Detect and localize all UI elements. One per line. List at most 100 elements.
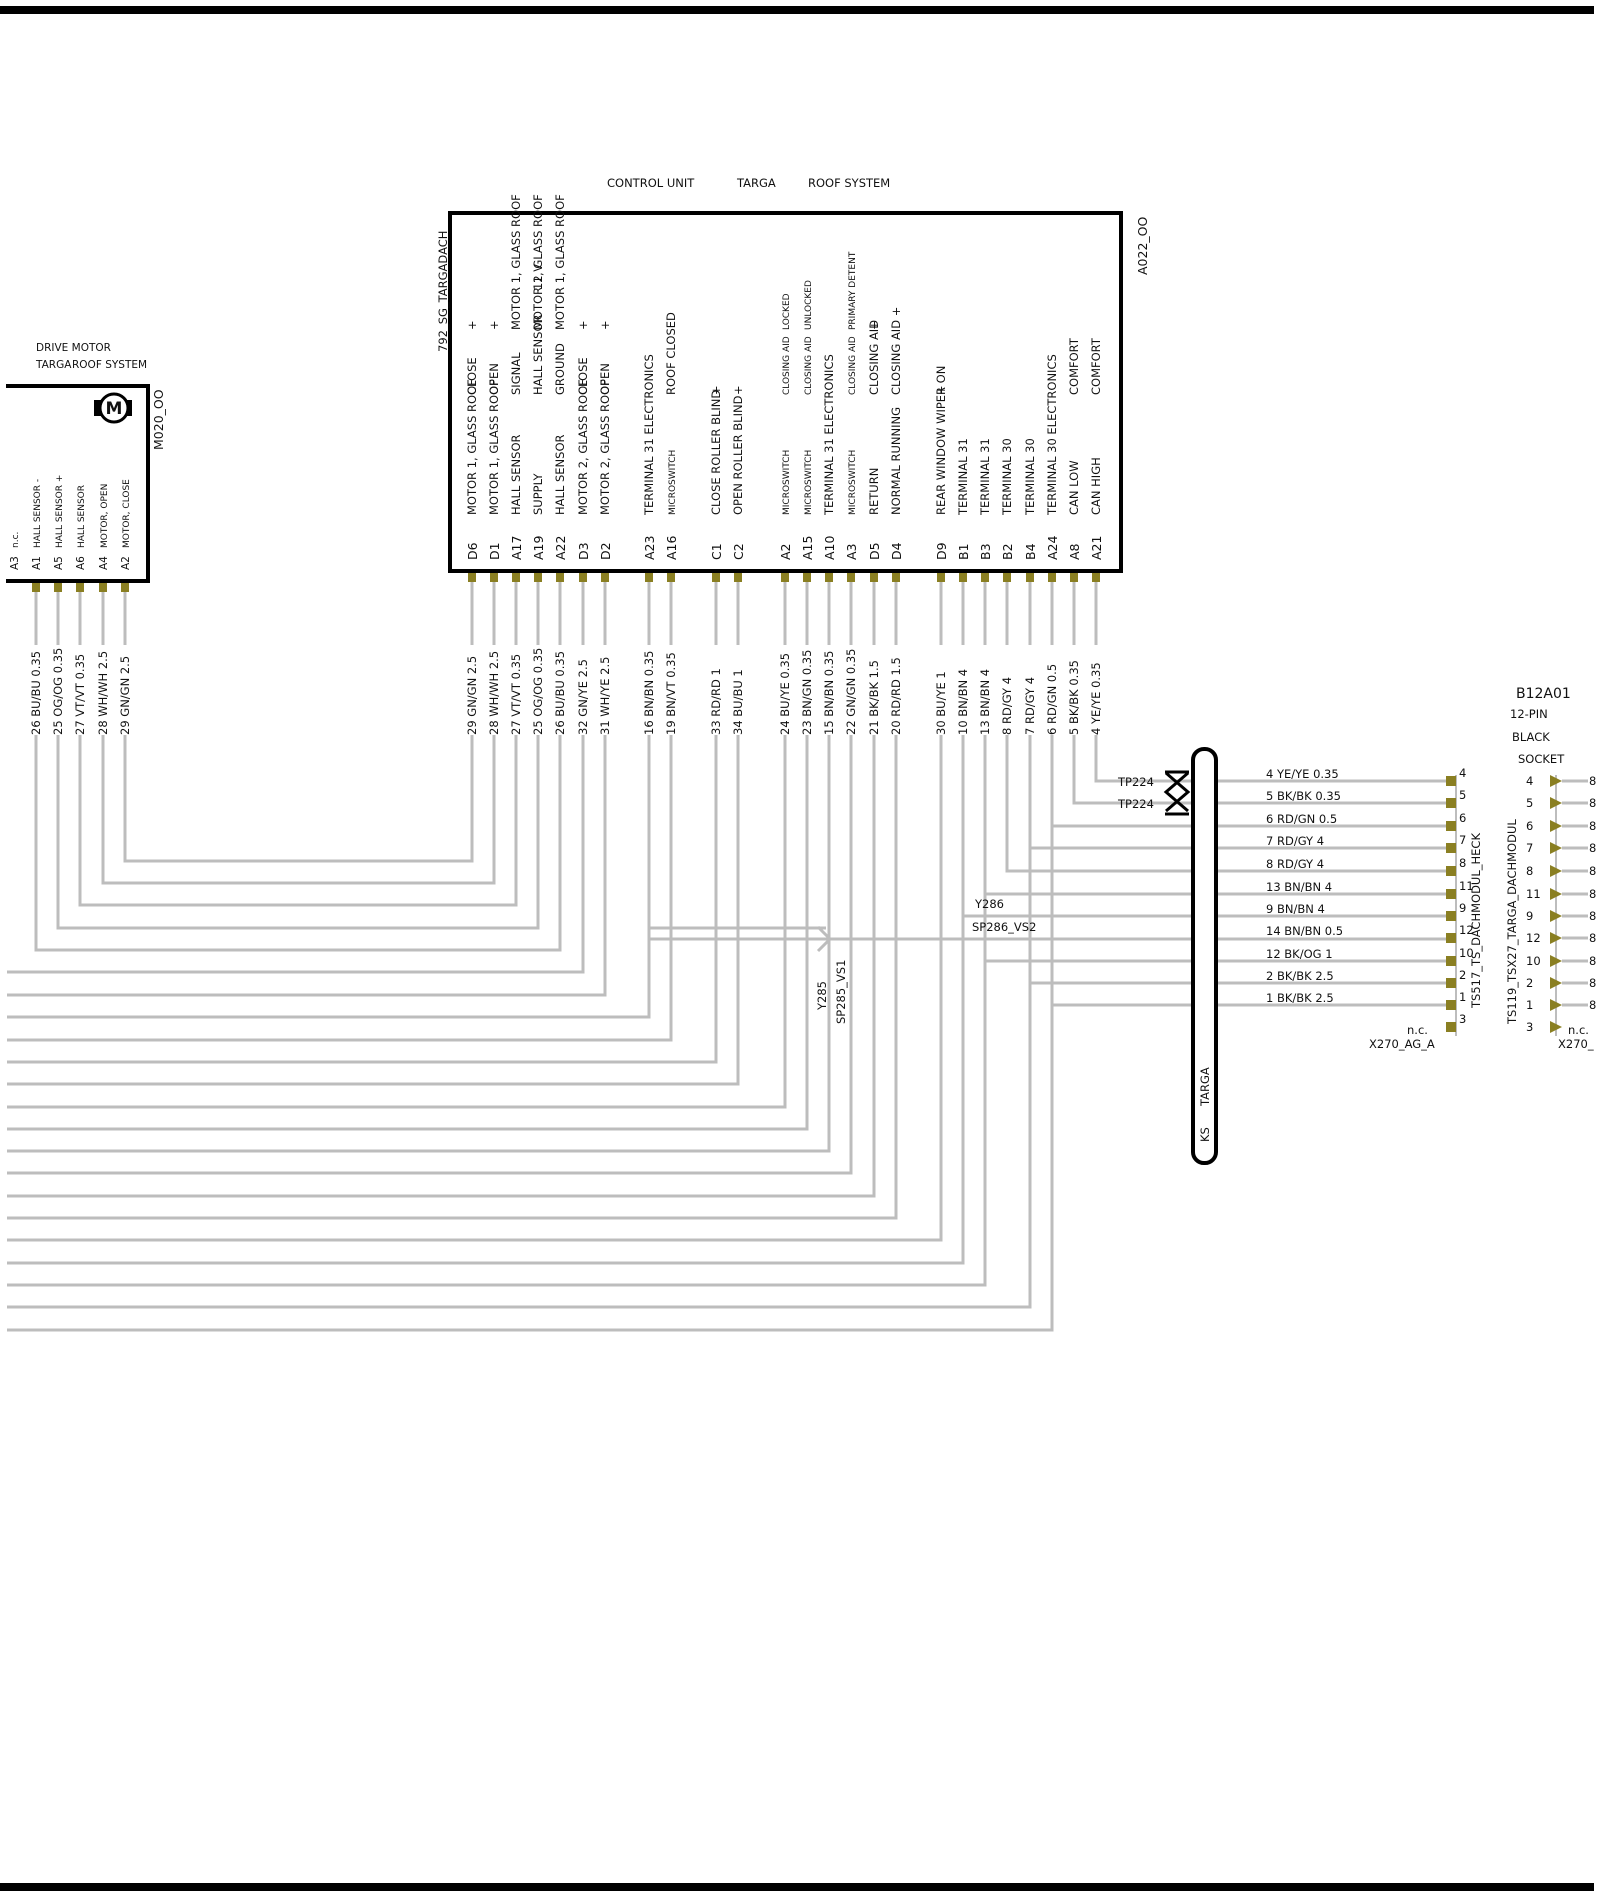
connector-right-ts-label: TS119_TSX27_TARGA_DACHMODUL (1505, 819, 1519, 1025)
control-unit-pin-label: CLOSING AID (848, 336, 858, 395)
connector-left-pin-pad (1446, 866, 1456, 876)
connector-left-pin-number: 11 (1459, 879, 1474, 893)
connector-left-nc: n.c. (1407, 1023, 1428, 1037)
connector-right-pin-number: 1 (1526, 998, 1533, 1012)
connector-left-pin-number: 9 (1459, 901, 1466, 915)
control-unit-pin-label: TERMINAL 31 (978, 438, 992, 516)
control-unit-pin-label: HALL SENSOR (531, 314, 545, 395)
control-unit-pin-label: MOTOR 2, GLASS ROOF (598, 379, 612, 515)
control-unit-wire-label: 6 RD/GN 0.5 (1045, 664, 1059, 735)
control-unit-pin-number: A2 (778, 543, 793, 560)
connector-left-wire-label: 7 RD/GY 4 (1266, 834, 1324, 848)
connector-x270-ag-a: TS517_TS_DACHMODUL_HECK n.c. X270_AG_A 4… (1266, 766, 1483, 1051)
control-unit-pin-number: D4 (889, 542, 904, 560)
control-unit-pin-label: CLOSING AID (804, 336, 814, 395)
connector-left-pin-pad (1446, 798, 1456, 808)
control-unit-pin-label: + (487, 320, 501, 330)
connector-left-pin-pad (1446, 911, 1456, 921)
control-unit-pin-pad (892, 573, 900, 582)
control-unit-header-1: CONTROL UNIT (607, 176, 695, 190)
splice-y285-arrow-icon (816, 925, 833, 953)
control-unit-pin-number: A10 (822, 535, 837, 560)
connector-right-pin-arrow-icon (1550, 888, 1562, 900)
control-unit-wire-label: 23 BN/GN 0.35 (800, 650, 814, 735)
control-unit-pin-label: CLOSING AID + (889, 307, 903, 395)
control-unit-wire-label: 4 YE/YE 0.35 (1089, 662, 1103, 735)
connector-right-pin-number: 3 (1526, 1020, 1533, 1034)
tp224-lower-label: TP224 (1117, 797, 1154, 811)
control-unit-pin-label: TERMINAL 30 ELECTRONICS (1045, 354, 1059, 516)
unit-to-connector-wire (1094, 735, 1446, 783)
motor-wire-label: 25 OG/OG 0.35 (51, 648, 65, 735)
control-unit-pin-label: TERMINAL 30 (1023, 438, 1037, 516)
control-unit-wire-label: 13 BN/BN 4 (978, 669, 992, 735)
connector-left-code: X270_AG_A (1369, 1037, 1435, 1051)
unit-to-left-wire (7, 735, 607, 997)
control-unit-pin-number: D9 (934, 542, 949, 560)
connector-left-pin-number: 2 (1459, 968, 1466, 982)
control-unit-pin-number: C1 (709, 543, 724, 560)
splice-group: TP224 TP224 Y286 SP286_VS2 Y285 SP285_VS… (815, 770, 1191, 1024)
connector-right-pin-arrow-icon (1550, 865, 1562, 877)
control-unit-pin-number: D1 (487, 542, 502, 560)
control-unit-pin-label: CLOSING AID (782, 336, 792, 395)
control-unit-pin-number: A22 (553, 536, 568, 560)
connector-left-pin-number: 7 (1459, 833, 1466, 847)
control-unit-pin-label: COMFORT (1067, 337, 1081, 395)
control-unit-pin-pad (870, 573, 878, 582)
unit-to-left-wire (7, 735, 1032, 1309)
control-unit-pin-pad (712, 573, 720, 582)
control-unit-pin-label: HALL SENSOR (553, 434, 567, 515)
motor-pin-label: HALL SENSOR (77, 485, 87, 548)
connector-right-nc: n.c. (1568, 1023, 1589, 1037)
control-unit-pin-number: B3 (978, 543, 993, 560)
motor-pin-pad (99, 583, 107, 592)
connector-right-pin-number: 5 (1526, 796, 1533, 810)
control-unit-pin-pad (781, 573, 789, 582)
connector-right-trail-label: 8 (1589, 864, 1596, 878)
control-unit-wire-label: 20 RD/RD 1.5 (889, 657, 903, 735)
control-unit-pin-number: D5 (867, 542, 882, 560)
unit-to-left-wire (7, 735, 673, 1042)
twisted-pair-icon (1163, 770, 1191, 816)
unit-to-connector-wire (961, 735, 1446, 918)
control-unit-pin-label: UNLOCKED (804, 280, 814, 330)
motor-pin-label: n.c. (11, 532, 21, 548)
connector-right-pin-number: 12 (1526, 931, 1541, 945)
control-unit-pin-label: MICROSWITCH (668, 450, 678, 515)
control-unit-pin-label: MOTOR 1, GLASS ROOF (465, 379, 479, 515)
control-unit-pin-label: CAN LOW (1067, 460, 1081, 515)
unit-to-connector-wire (1050, 735, 1446, 828)
connector-right-pin-arrow-icon (1550, 797, 1562, 809)
motor-pin-number: A3 (9, 556, 21, 570)
control-unit-pin-label: + (465, 320, 479, 330)
connector-left-wire-label: 14 BN/BN 0.5 (1266, 924, 1343, 938)
control-unit-pin-pad (1092, 573, 1100, 582)
control-unit-wire-label: 27 VT/VT 0.35 (509, 654, 523, 735)
motor-pin-pad (54, 583, 62, 592)
control-unit-pin-label: MOTOR 1, GLASS ROOF (487, 379, 501, 515)
unit-to-connector-wire (983, 735, 1446, 896)
unit-to-left-wire (7, 735, 740, 1086)
control-unit-pin-number: A15 (800, 536, 815, 560)
connector-left-pin-pad (1446, 843, 1456, 853)
control-unit-pin-number: B1 (956, 543, 971, 560)
motor-wire-label: 27 VT/VT 0.35 (73, 654, 87, 735)
motor-m-icon: M (94, 392, 132, 424)
connector-right-pin-arrow-icon (1550, 1021, 1562, 1033)
control-unit-pin-pad (847, 573, 855, 582)
connector-right-pin-arrow-icon (1550, 910, 1562, 922)
connector-right-trail-label: 8 (1589, 819, 1596, 833)
motor-symbol: M (106, 399, 123, 419)
control-unit-pin-label: + (576, 320, 590, 330)
connector-right-pin-number: 8 (1526, 864, 1533, 878)
control-unit-pin-number: A16 (664, 535, 679, 560)
motor-to-unit-wire (78, 735, 518, 907)
connector-right-pin-number: 9 (1526, 909, 1533, 923)
motor-box-outline (6, 384, 150, 583)
control-unit-pin-label: SIGNAL (509, 352, 523, 395)
control-unit-pin-pad (645, 573, 653, 582)
connector-left-wire-label: 12 BK/OG 1 (1266, 947, 1333, 961)
control-unit-wire-label: 32 GN/YE 2.5 (576, 659, 590, 735)
